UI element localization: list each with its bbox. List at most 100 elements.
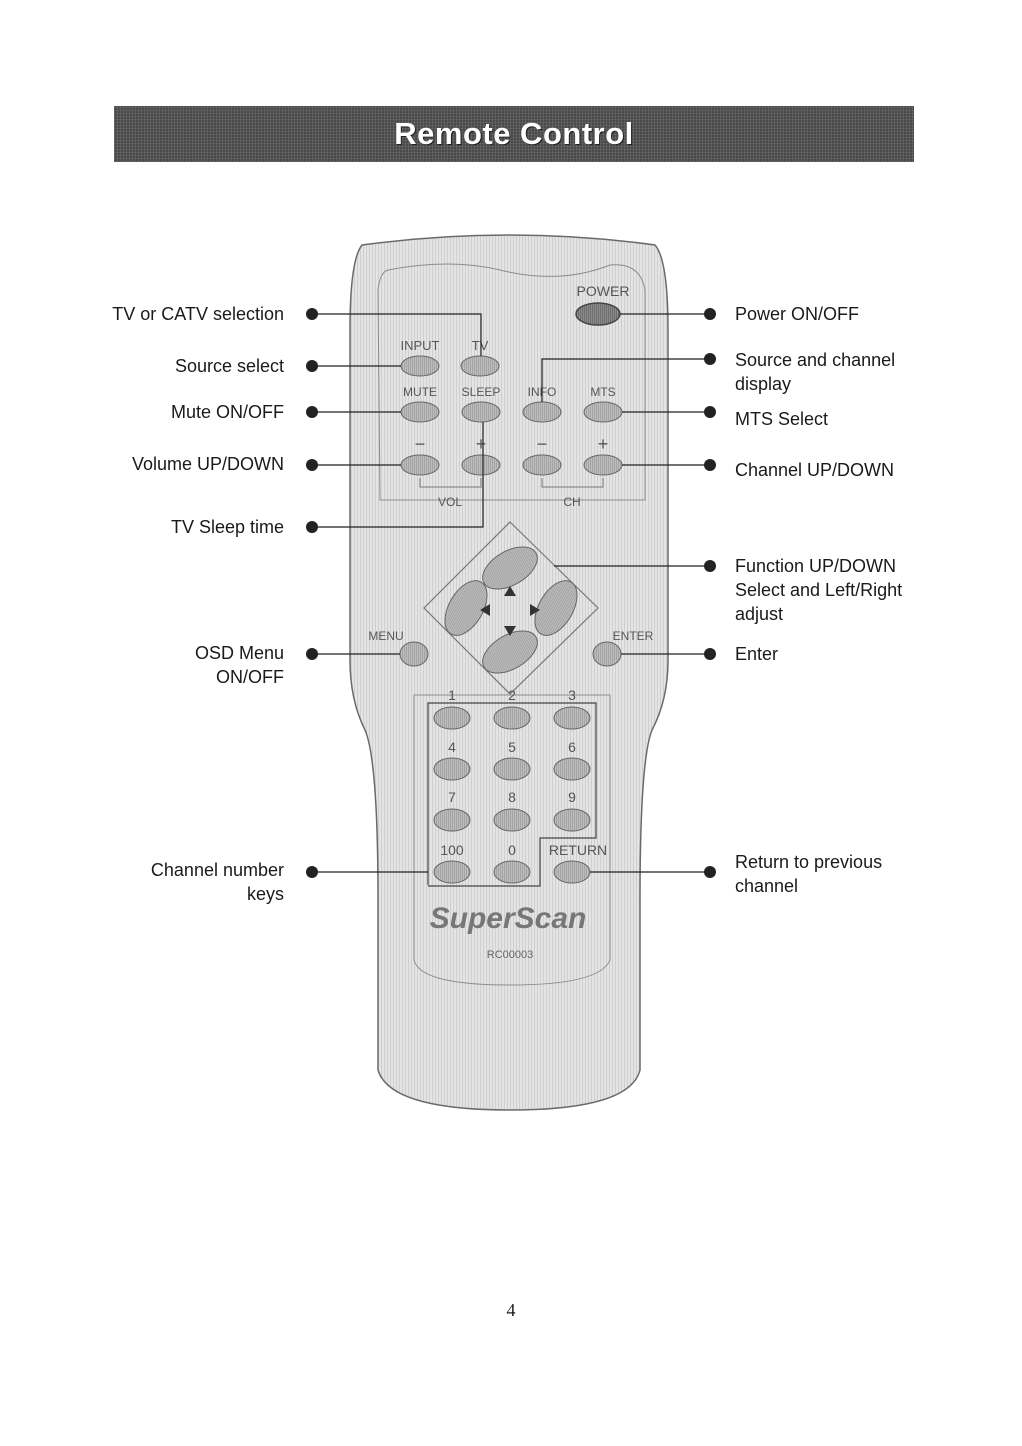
dpad-up-button: [482, 546, 538, 590]
dpad-outline: [423, 521, 599, 695]
callout-dot-number-keys: [306, 866, 318, 878]
remote-top-panel: [377, 263, 646, 501]
input-button: [400, 355, 440, 377]
remote-lower-panel: [413, 694, 611, 986]
mute-button: [400, 401, 440, 423]
digit-4-label: 4: [448, 739, 456, 755]
zero-label: 0: [508, 842, 516, 858]
callout-channel-number-keys: Channel number keys: [150, 860, 284, 904]
ch-down-button: [522, 454, 562, 476]
tv-button: [460, 355, 500, 377]
vol-bracket: [419, 478, 482, 488]
callout-return: Return to previous channel: [735, 852, 883, 896]
callout-volume: Volume UP/DOWN: [131, 454, 284, 474]
callout-source-channel-display: Source and channel display: [735, 350, 896, 394]
enter-label: ENTER: [613, 629, 654, 643]
digit-5-button: [493, 757, 531, 781]
callout-channel: Channel UP/DOWN: [735, 460, 895, 480]
callout-tv-catv-selection: TV or CATV selection: [112, 304, 284, 324]
callout-function: Function UP/DOWN Select and Left/Right a…: [735, 556, 903, 624]
callout-dot-source-display: [704, 353, 716, 365]
callout-dot-function: [704, 560, 716, 572]
digit-5-label: 5: [508, 739, 516, 755]
digit-6-label: 6: [568, 739, 576, 755]
brand-logo: SuperScan: [430, 902, 587, 935]
digit-1-label: 1: [448, 687, 456, 703]
callout-dot-channel: [704, 459, 716, 471]
callout-dot-mts: [704, 406, 716, 418]
number-keys-bracket: [427, 702, 597, 887]
ch-plus-label: +: [598, 434, 609, 454]
mts-label: MTS: [590, 385, 615, 399]
dpad-down-button: [482, 630, 538, 674]
digit-9-label: 9: [568, 789, 576, 805]
remote-body: [349, 234, 669, 1111]
digit-3-label: 3: [568, 687, 576, 703]
vol-label: VOL: [438, 495, 462, 509]
callout-dot-osd-menu: [306, 648, 318, 660]
ch-up-button: [583, 454, 623, 476]
digit-3-button: [553, 706, 591, 730]
callout-mute: Mute ON/OFF: [170, 402, 284, 422]
return-label: RETURN: [549, 842, 607, 858]
callout-dot-sleep: [306, 521, 318, 533]
callout-mts: MTS Select: [735, 409, 829, 429]
zero-button: [493, 860, 531, 884]
digit-2-button: [493, 706, 531, 730]
vol-up-button: [461, 454, 501, 476]
callout-source-select: Source select: [174, 356, 284, 376]
digit-6-button: [553, 757, 591, 781]
power-label: POWER: [577, 283, 630, 299]
callout-dot-return: [704, 866, 716, 878]
page-title: Remote Control: [394, 116, 634, 151]
digit-4-button: [433, 757, 471, 781]
sleep-label: SLEEP: [462, 385, 501, 399]
callout-power: Power ON/OFF: [735, 304, 860, 324]
ch-minus-label: −: [537, 434, 548, 454]
callout-dot-tv-catv: [306, 308, 318, 320]
leader-tv-catv: [312, 313, 482, 356]
digit-9-button: [553, 808, 591, 832]
ch-bracket: [541, 478, 604, 488]
digit-2-label: 2: [508, 687, 516, 703]
mute-label: MUTE: [403, 385, 437, 399]
menu-button: [399, 641, 429, 667]
arrow-up-icon: [504, 586, 516, 596]
dpad-right-button: [534, 580, 578, 636]
tv-label: TV: [472, 338, 489, 353]
digit-8-button: [493, 808, 531, 832]
arrow-down-icon: [504, 626, 516, 636]
dpad-left-button: [444, 580, 488, 636]
power-button: [575, 302, 621, 326]
vol-plus-label: +: [476, 434, 487, 454]
leader-source-display: [541, 358, 710, 402]
model-label: RC00003: [487, 949, 533, 961]
callout-dot-enter: [704, 648, 716, 660]
vol-minus-label: −: [415, 434, 426, 454]
arrow-right-icon: [530, 604, 540, 616]
callout-dot-power: [704, 308, 716, 320]
menu-label: MENU: [368, 629, 403, 643]
digit-8-label: 8: [508, 789, 516, 805]
hundred-label: 100: [440, 842, 464, 858]
mts-button: [583, 401, 623, 423]
callout-enter: Enter: [735, 644, 779, 664]
sleep-button: [461, 401, 501, 423]
ch-label: CH: [563, 495, 580, 509]
callout-osd-menu: OSD Menu ON/OFF: [194, 643, 284, 687]
digit-7-button: [433, 808, 471, 832]
digit-7-label: 7: [448, 789, 456, 805]
enter-button: [592, 641, 622, 667]
callout-dot-volume: [306, 459, 318, 471]
vol-down-button: [400, 454, 440, 476]
arrow-left-icon: [480, 604, 490, 616]
info-button: [522, 401, 562, 423]
input-label: INPUT: [401, 338, 440, 353]
callout-dot-mute: [306, 406, 318, 418]
page-header-bar: Remote Control: [114, 106, 914, 162]
callout-dot-source-select: [306, 360, 318, 372]
return-button: [553, 860, 591, 884]
leader-sleep: [312, 422, 484, 528]
digit-1-button: [433, 706, 471, 730]
